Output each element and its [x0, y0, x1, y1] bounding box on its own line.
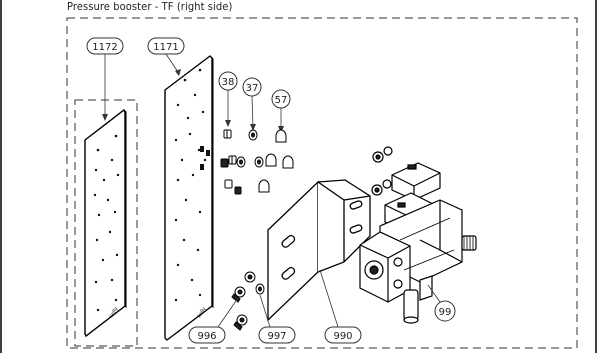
callout-37: 37 — [242, 77, 262, 131]
callout-38: 38 — [218, 71, 238, 127]
pressure-booster-99 — [359, 146, 477, 324]
mounting-plate-1172: kelly — [84, 108, 127, 338]
diagram-title: Pressure booster - TF (right side) — [67, 0, 233, 13]
callout-996: 996 — [188, 297, 239, 344]
callout-1172: 1172 — [86, 37, 124, 121]
fastener-group-996-997 — [231, 271, 265, 331]
mounting-plate-1171: kelly — [164, 55, 214, 341]
outer-dashed-frame — [66, 17, 578, 349]
callout-1171: 1171 — [147, 37, 185, 76]
callout-99-label: 99 — [439, 307, 452, 318]
callout-990: 990 — [319, 269, 362, 344]
bracket-990 — [267, 179, 371, 322]
callout-997-label: 997 — [267, 331, 286, 342]
callout-57: 57 — [271, 89, 291, 133]
callout-38-label: 38 — [222, 77, 235, 88]
callout-990-label: 990 — [333, 331, 352, 342]
inner-dashed-frame — [74, 99, 138, 347]
callout-997: 997 — [258, 294, 296, 344]
plate-logo-1171: kelly — [197, 306, 208, 319]
fastener-group-38-37-57 — [220, 129, 294, 195]
callout-1172-label: 1172 — [92, 42, 117, 53]
plate-logo: kelly — [109, 306, 120, 319]
callout-99: 99 — [427, 284, 456, 322]
callout-996-label: 996 — [197, 331, 216, 342]
callout-37-label: 37 — [246, 83, 259, 94]
callout-57-label: 57 — [275, 95, 288, 106]
callout-1171-label: 1171 — [153, 42, 178, 53]
